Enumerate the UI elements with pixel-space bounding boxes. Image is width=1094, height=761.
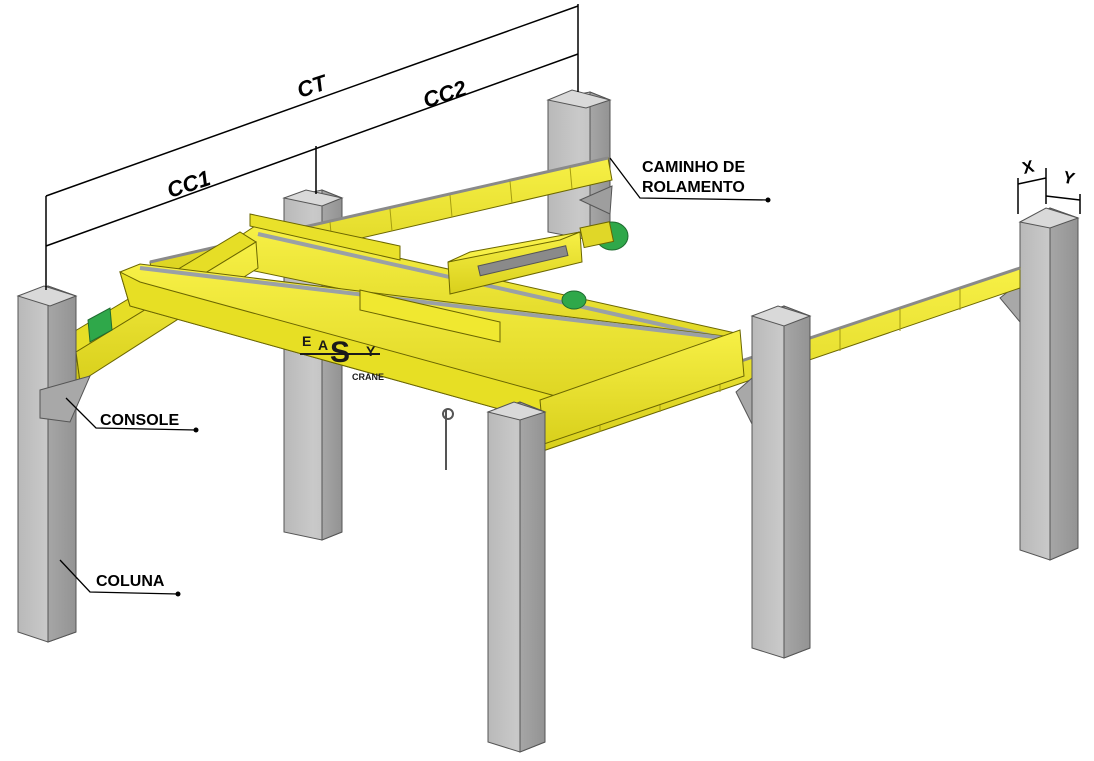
column-far-right bbox=[999, 207, 1080, 561]
dim-y: Y bbox=[1061, 167, 1077, 188]
logo-letter-y: Y bbox=[366, 343, 376, 359]
dim-cc1: CC1 bbox=[164, 165, 214, 202]
column-front-right bbox=[735, 305, 812, 659]
bridge-girder-front bbox=[119, 263, 745, 445]
trolley-motor bbox=[561, 290, 587, 310]
dimension-lines bbox=[45, 4, 1081, 290]
callout-console: CONSOLE bbox=[65, 397, 199, 433]
easy-crane-logo: E A S Y CRANE bbox=[300, 333, 384, 382]
hoist-trolley bbox=[359, 221, 629, 470]
callout-column: COLUNA bbox=[59, 559, 181, 597]
logo-letter-e: E bbox=[302, 333, 311, 349]
console-bracket bbox=[39, 375, 91, 423]
label-column: COLUNA bbox=[96, 573, 165, 590]
callout-runway: CAMINHO DE ROLAMENTO bbox=[609, 157, 771, 203]
dim-cc2: CC2 bbox=[420, 75, 470, 113]
dim-x: X bbox=[1020, 157, 1036, 178]
column-front-left bbox=[16, 285, 91, 643]
logo-subtitle: CRANE bbox=[352, 372, 384, 382]
dim-ct: CT bbox=[294, 69, 331, 102]
label-runway-line1: CAMINHO DE bbox=[642, 159, 745, 176]
column-front-middle bbox=[486, 401, 547, 753]
label-runway-line2: ROLAMENTO bbox=[642, 179, 745, 196]
label-console: CONSOLE bbox=[100, 412, 179, 429]
logo-letter-a: A bbox=[318, 337, 328, 353]
logo-letter-s: S bbox=[330, 336, 350, 369]
